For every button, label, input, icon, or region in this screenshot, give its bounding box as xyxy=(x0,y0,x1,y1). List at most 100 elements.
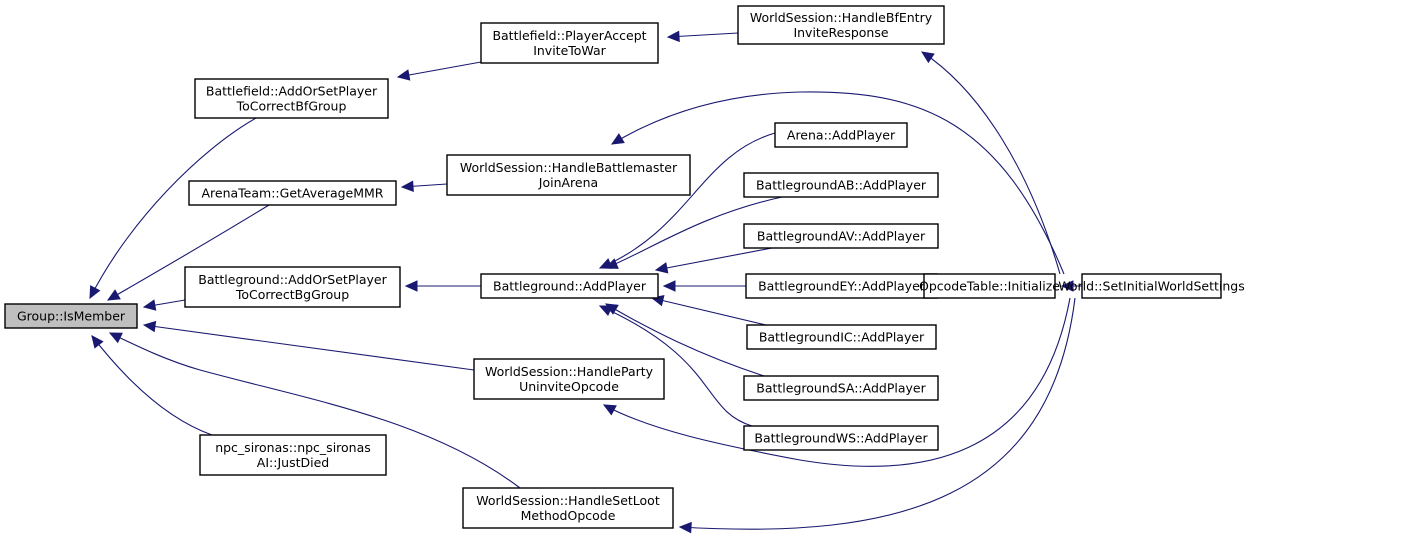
graph-node[interactable]: BattlegroundWS::AddPlayer xyxy=(743,425,939,451)
node-box[interactable] xyxy=(743,375,939,401)
graph-node[interactable]: OpcodeTable::Initialize xyxy=(919,273,1060,299)
arrowhead-icon xyxy=(604,258,619,269)
node-label: Battlefield::AddOrSetPlayer xyxy=(206,84,378,99)
edge-line xyxy=(605,303,765,377)
node-label: ToCorrectBgGroup xyxy=(235,287,349,302)
node-label: BattlegroundEY::AddPlayer xyxy=(758,279,926,294)
edge-line xyxy=(611,91,1065,275)
edge-n18-to-n6 xyxy=(610,91,1065,275)
graph-node[interactable]: World::SetInitialWorldSettings xyxy=(1058,273,1245,299)
graph-node[interactable]: WorldSession::HandleBattlemasterJoinAren… xyxy=(446,154,691,196)
arrowhead-icon xyxy=(396,69,411,81)
node-box[interactable] xyxy=(480,273,659,299)
arrowhead-icon xyxy=(666,30,680,43)
arrowhead-icon xyxy=(610,133,625,145)
node-label: MethodOpcode xyxy=(521,508,616,523)
node-box[interactable] xyxy=(480,22,659,64)
edge-n15-to-n7 xyxy=(650,295,767,326)
arrowhead-icon xyxy=(602,404,617,416)
arrowhead-icon xyxy=(404,280,418,292)
node-label: BattlegroundIC::AddPlayer xyxy=(759,330,925,345)
node-box[interactable] xyxy=(745,273,938,299)
node-box[interactable] xyxy=(184,266,401,308)
edge-n18-to-n10 xyxy=(920,51,1061,275)
node-box[interactable] xyxy=(4,303,138,329)
graph-node[interactable]: BattlegroundAB::AddPlayer xyxy=(743,172,939,198)
node-label: World::SetInitialWorldSettings xyxy=(1058,279,1244,294)
node-label: BattlegroundAV::AddPlayer xyxy=(757,229,926,244)
arrowhead-icon xyxy=(89,285,101,300)
node-label: OpcodeTable::Initialize xyxy=(919,279,1060,294)
node-box[interactable] xyxy=(194,78,389,119)
arrowhead-icon xyxy=(91,335,104,349)
arrowhead-icon xyxy=(1060,280,1074,292)
node-label: BattlegroundWS::AddPlayer xyxy=(754,431,928,446)
nodes-layer: Group::IsMember Battlefield::AddOrSetPlay… xyxy=(4,5,1245,529)
graph-node[interactable]: Battlefield::AddOrSetPlayerToCorrectBfGr… xyxy=(194,78,389,119)
edge-n3-to-n0 xyxy=(142,299,186,311)
node-label: ToCorrectBfGroup xyxy=(236,99,347,114)
edge-n5-to-n1 xyxy=(396,61,482,81)
node-box[interactable] xyxy=(743,223,939,249)
edge-n8-to-n0 xyxy=(142,320,475,371)
focus-node[interactable]: Group::IsMember xyxy=(4,303,138,329)
graph-node[interactable]: BattlegroundAV::AddPlayer xyxy=(743,223,939,249)
edge-line xyxy=(605,196,783,269)
edge-line xyxy=(603,297,1071,467)
node-label: npc_sironas::npc_sironas xyxy=(215,440,371,455)
node-box[interactable] xyxy=(743,172,939,198)
edge-line xyxy=(107,204,270,301)
node-box[interactable] xyxy=(746,324,937,350)
arrowhead-icon xyxy=(108,332,123,344)
edge-n14-to-n7 xyxy=(662,280,746,292)
node-label: WorldSession::HandleParty xyxy=(485,364,654,379)
node-box[interactable] xyxy=(473,358,665,400)
arrowhead-icon xyxy=(106,289,121,301)
node-box[interactable] xyxy=(923,273,1056,299)
edge-n6-to-n2 xyxy=(400,180,448,192)
node-box[interactable] xyxy=(1081,273,1222,299)
graph-node[interactable]: BattlegroundSA::AddPlayer xyxy=(743,375,939,401)
edge-line xyxy=(89,117,257,299)
graph-node[interactable]: Battleground::AddPlayer xyxy=(480,273,659,299)
edge-n4-to-n0 xyxy=(91,335,213,436)
edge-line xyxy=(91,335,213,436)
edge-line xyxy=(655,247,773,271)
edge-n2-to-n0 xyxy=(106,204,270,301)
node-label: Group::IsMember xyxy=(17,309,126,324)
graph-node[interactable]: BattlegroundEY::AddPlayer xyxy=(745,273,938,299)
edge-line xyxy=(143,324,475,371)
graph-node[interactable]: WorldSession::HandleBfEntryInviteRespons… xyxy=(737,5,945,45)
edge-line xyxy=(651,297,767,326)
node-box[interactable] xyxy=(774,122,908,148)
node-box[interactable] xyxy=(462,487,674,529)
arrowhead-icon xyxy=(678,521,692,534)
edge-line xyxy=(599,132,776,269)
node-box[interactable] xyxy=(188,180,397,206)
node-label: BattlegroundAB::AddPlayer xyxy=(756,178,927,193)
edge-line xyxy=(599,305,753,427)
node-box[interactable] xyxy=(737,5,945,45)
edge-line xyxy=(397,61,482,78)
graph-node[interactable]: BattlegroundIC::AddPlayer xyxy=(746,324,937,350)
edge-line xyxy=(679,297,1076,530)
node-box[interactable] xyxy=(446,154,691,196)
graph-node[interactable]: Arena::AddPlayer xyxy=(774,122,908,148)
graph-node[interactable]: Battleground::AddOrSetPlayerToCorrectBgG… xyxy=(184,266,401,308)
arrowhead-icon xyxy=(142,320,157,333)
edges-layer xyxy=(89,30,1082,534)
node-label: WorldSession::HandleSetLoot xyxy=(476,493,660,508)
node-label: JoinArena xyxy=(538,175,598,190)
node-box[interactable] xyxy=(199,434,387,476)
node-label: BattlegroundSA::AddPlayer xyxy=(756,381,926,396)
graph-node[interactable]: ArenaTeam::GetAverageMMR xyxy=(188,180,397,206)
edge-n17-to-n7 xyxy=(598,305,753,427)
edge-n7-to-n3 xyxy=(404,280,481,292)
node-box[interactable] xyxy=(743,425,939,451)
edge-n18-to-n8 xyxy=(602,297,1071,467)
